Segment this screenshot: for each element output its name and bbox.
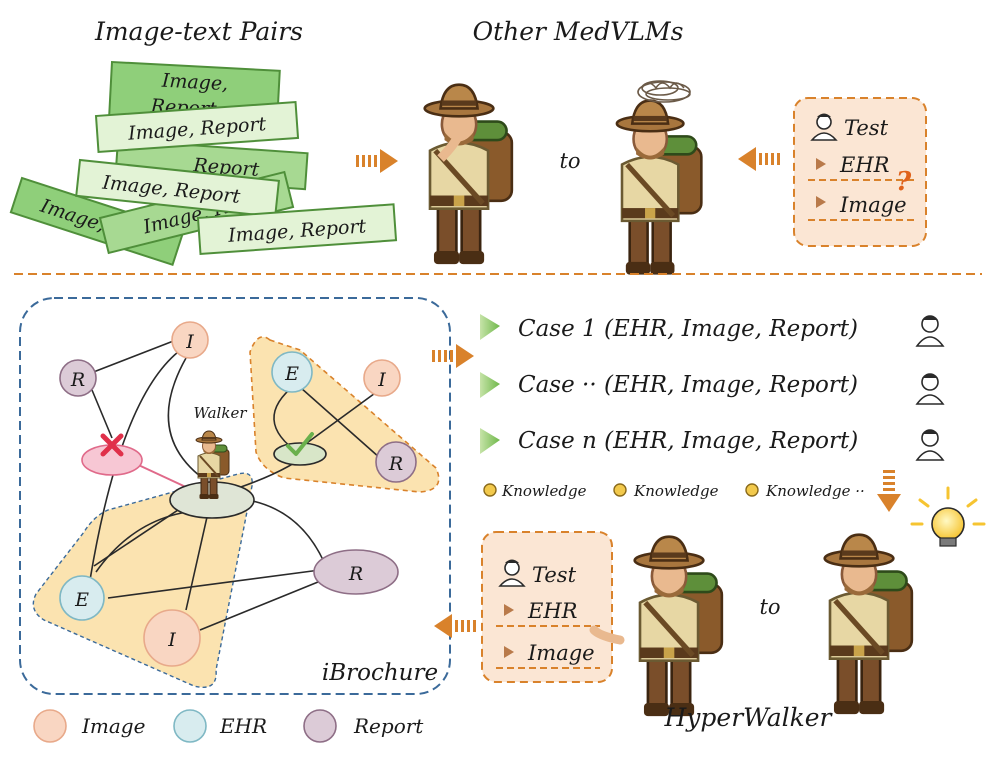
bullet-triangle-icon (480, 314, 500, 340)
knowledge-label: Knowledge (501, 482, 587, 500)
knowledge-label: Knowledge (633, 482, 719, 500)
doctor-icon (915, 429, 945, 461)
pairs-title: Image-text Pairs (94, 17, 303, 46)
query-test-label: Test (532, 563, 577, 587)
pair-card-stack: Image, Report Report Image, R Image, Rep… (9, 60, 398, 267)
lightbulb-icon (910, 486, 986, 547)
arrow-right-icon (356, 149, 398, 173)
svg-text:Image: Image (81, 714, 145, 738)
node-ehr-bottom: E (59, 575, 105, 621)
svg-text:R: R (348, 563, 363, 585)
query-image-label: Image (839, 193, 907, 217)
doctor-icon (915, 315, 945, 347)
query-ehr-label: EHR (839, 153, 890, 177)
legend-item-image: Image (33, 709, 145, 743)
pair-card-label: Image, (160, 70, 228, 95)
case-row: Case n (EHR, Image, Report) (480, 428, 945, 461)
knowledge-dot-icon (745, 483, 759, 497)
arrow-left-icon (434, 614, 476, 638)
node-report-left: R (59, 359, 97, 397)
ibrochure-panel: I R E I R E I R Walker (19, 297, 451, 695)
query-box-bottom: Test EHR Image (481, 531, 613, 683)
bullet-triangle-icon (480, 428, 500, 454)
explorer-confused-icon (617, 101, 701, 275)
question-mark-icon: ? (896, 167, 912, 197)
cross-icon (100, 433, 124, 457)
svg-text:EHR: EHR (219, 714, 267, 738)
node-image-top: I (171, 321, 209, 359)
node-ehr-right: E (271, 351, 313, 393)
svg-text:E: E (74, 589, 89, 611)
node-report-right: R (375, 441, 417, 483)
case-label: Case 1 (EHR, Image, Report) (518, 316, 858, 342)
arrow-down-icon (877, 470, 901, 512)
query-test-label: Test (844, 116, 889, 140)
svg-text:R: R (70, 369, 85, 391)
query-ehr-label: EHR (527, 599, 578, 623)
knowledge-dot-icon (483, 483, 497, 497)
confused-scribble-icon (637, 80, 691, 103)
to-label-top: to (559, 149, 580, 173)
ibrochure-label: iBrochure (322, 660, 438, 686)
case-row: Case ·· (EHR, Image, Report) (480, 372, 945, 405)
knowledge-dot-icon (613, 483, 627, 497)
arrow-right-icon (432, 344, 474, 368)
bullet-triangle-icon (480, 372, 500, 398)
case-label: Case ·· (EHR, Image, Report) (518, 372, 858, 398)
legend: Image EHR Report (33, 709, 424, 743)
doctor-icon (498, 559, 526, 587)
bullet-icon (504, 646, 514, 658)
case-list: Case 1 (EHR, Image, Report) Case ·· (EHR… (480, 314, 945, 461)
svg-text:I: I (185, 331, 194, 353)
explorer-hand (589, 625, 625, 645)
walker-label: Walker (194, 404, 248, 422)
case-row: Case 1 (EHR, Image, Report) (480, 314, 945, 347)
node-report-bottom: R (313, 549, 399, 595)
arrow-left-icon (738, 147, 780, 171)
query-image-label: Image (527, 641, 595, 665)
svg-text:Report: Report (353, 714, 424, 738)
legend-item-report: Report (303, 709, 424, 743)
check-icon (286, 432, 314, 456)
accepted-hyperedge (273, 442, 327, 466)
svg-text:E: E (284, 363, 299, 385)
case-label: Case n (EHR, Image, Report) (518, 428, 858, 454)
svg-text:I: I (377, 369, 386, 391)
doctor-icon (810, 113, 838, 141)
node-image-bottom: I (143, 609, 201, 667)
svg-text:I: I (167, 629, 176, 651)
bullet-icon (816, 196, 826, 208)
bullet-icon (504, 604, 514, 616)
legend-item-ehr: EHR (173, 709, 267, 743)
bullet-icon (816, 158, 826, 170)
doctor-icon (915, 373, 945, 405)
rejected-hyperedge (81, 444, 143, 476)
explorer-thinking-icon (425, 85, 512, 265)
hyperwalker-title: HyperWalker (664, 703, 834, 732)
to-label-bottom: to (759, 595, 780, 619)
knowledge-row: Knowledge Knowledge Knowledge ·· (483, 482, 865, 500)
knowledge-label: Knowledge ·· (765, 482, 865, 500)
svg-text:R: R (388, 453, 403, 475)
query-box-top: Test EHR ? Image (793, 97, 927, 247)
others-title: Other MedVLMs (473, 17, 684, 46)
explorer-presenting-icon (635, 537, 722, 717)
explorer-amazed-icon (825, 535, 912, 715)
node-image-right: I (363, 359, 401, 397)
